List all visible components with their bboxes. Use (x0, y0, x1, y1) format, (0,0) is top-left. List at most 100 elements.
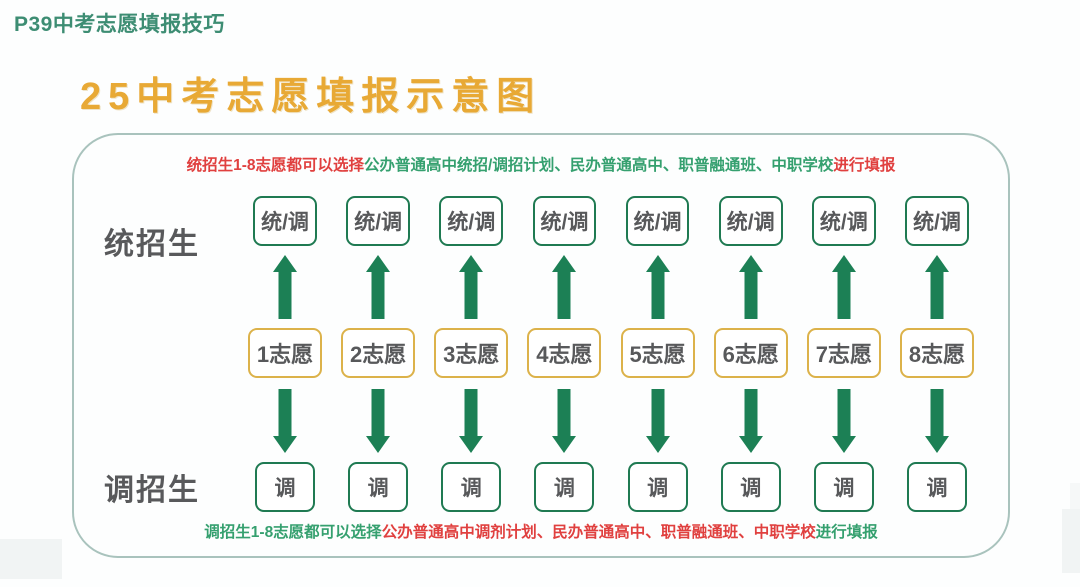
cell (900, 255, 974, 319)
box-wish-6[interactable]: 6志愿 (713, 328, 788, 378)
cell: 3志愿 (434, 328, 509, 378)
box-wish-5[interactable]: 5志愿 (620, 328, 695, 378)
cell (621, 389, 695, 453)
arrow-down-icon (366, 389, 391, 453)
cell: 8志愿 (899, 328, 974, 378)
note-top: 统招生1-8志愿都可以选择公办普通高中统招/调招计划、民办普通高中、职普融通班、… (74, 153, 1008, 175)
box-tong-tiao[interactable]: 统/调 (253, 196, 317, 246)
arrow-up-icon (738, 255, 763, 319)
arrow-down-icon (924, 389, 949, 453)
page-title: 25中考志愿填报示意图 (80, 76, 542, 118)
box-tiao[interactable]: 调 (348, 462, 409, 512)
arrow-up-icon (366, 255, 391, 319)
cell: 统/调 (807, 196, 881, 246)
cell (621, 255, 695, 319)
box-wish-2[interactable]: 2志愿 (341, 328, 416, 378)
cell: 统/调 (341, 196, 415, 246)
cell: 1志愿 (248, 328, 322, 378)
note-bottom-lead: 调招生1-8志愿都可以选择 (204, 524, 382, 541)
cell: 6志愿 (713, 328, 788, 378)
box-tiao[interactable]: 调 (441, 462, 502, 512)
box-tong-tiao[interactable]: 统/调 (625, 196, 690, 246)
row-label-tongzhaosheng: 统招生 (104, 228, 200, 261)
row-label-tiaozhaosheng: 调招生 (104, 474, 200, 507)
edge-artifact-right (1062, 509, 1080, 573)
note-bottom-middle: 公办普通高中调剂计划、民办普通高中、职普融通班、中职学校 (381, 524, 816, 541)
box-wish-7[interactable]: 7志愿 (806, 328, 881, 378)
diagram-container: 统招生1-8志愿都可以选择公办普通高中统招/调招计划、民办普通高中、职普融通班、… (72, 133, 1010, 558)
box-tiao[interactable]: 调 (627, 462, 688, 512)
box-tiao[interactable]: 调 (720, 462, 781, 512)
row-arrows-down (248, 387, 974, 455)
box-tiao[interactable]: 调 (255, 462, 315, 512)
cell (341, 255, 415, 319)
edge-artifact-left (0, 539, 62, 579)
note-bottom-tail: 进行填报 (815, 524, 878, 541)
cell (341, 389, 415, 453)
cell (527, 389, 601, 453)
arrow-down-icon (738, 389, 763, 453)
arrow-up-icon (552, 255, 577, 319)
arrow-up-icon (924, 255, 949, 319)
cell: 统/调 (714, 196, 788, 246)
box-tong-tiao[interactable]: 统/调 (718, 196, 783, 246)
box-wish-8[interactable]: 8志愿 (899, 328, 974, 378)
arrow-down-icon (552, 389, 577, 453)
arrow-up-icon (459, 255, 484, 319)
box-tong-tiao[interactable]: 统/调 (346, 196, 411, 246)
note-top-tail: 进行填报 (833, 157, 896, 174)
cell: 统/调 (248, 196, 322, 246)
note-top-middle: 公办普通高中统招/调招计划、民办普通高中、职普融通班、中职学校 (364, 157, 834, 174)
cell: 调 (900, 462, 974, 512)
cell (900, 389, 974, 453)
note-bottom: 调招生1-8志愿都可以选择公办普通高中调剂计划、民办普通高中、职普融通班、中职学… (74, 520, 1008, 542)
row-bottom-boxes: 调 调 调 调 调 调 调 调 (248, 461, 974, 513)
box-tong-tiao[interactable]: 统/调 (532, 196, 597, 246)
cell: 调 (248, 462, 322, 512)
cell: 调 (341, 462, 415, 512)
row-arrows-up (248, 253, 974, 321)
box-tong-tiao[interactable]: 统/调 (439, 196, 504, 246)
arrow-down-icon (645, 389, 670, 453)
diagram-grid: 统/调 统/调 统/调 统/调 统/调 统/调 统/调 统/调 1志 (248, 195, 974, 525)
slide-header: P39中考志愿填报技巧 (14, 13, 225, 36)
cell: 调 (714, 462, 788, 512)
cell: 统/调 (621, 196, 695, 246)
box-wish-1[interactable]: 1志愿 (248, 328, 322, 378)
cell: 调 (621, 462, 695, 512)
cell (714, 255, 788, 319)
cell (807, 389, 881, 453)
cell (434, 255, 508, 319)
note-top-lead: 统招生1-8志愿都可以选择 (186, 157, 365, 174)
cell (527, 255, 601, 319)
cell: 统/调 (900, 196, 974, 246)
box-wish-4[interactable]: 4志愿 (527, 328, 602, 378)
cell (714, 389, 788, 453)
cell: 统/调 (527, 196, 601, 246)
cell (807, 255, 881, 319)
arrow-up-icon (645, 255, 670, 319)
arrow-up-icon (273, 255, 297, 319)
box-tong-tiao[interactable]: 统/调 (811, 196, 876, 246)
arrow-down-icon (273, 389, 297, 453)
cell: 统/调 (434, 196, 508, 246)
cell: 2志愿 (341, 328, 416, 378)
arrow-down-icon (459, 389, 484, 453)
box-tong-tiao[interactable]: 统/调 (905, 196, 969, 246)
cell (248, 389, 322, 453)
arrow-up-icon (831, 255, 856, 319)
edge-artifact-right-upper (1070, 483, 1080, 509)
row-wish-boxes: 1志愿 2志愿 3志愿 4志愿 5志愿 6志愿 7志愿 8志愿 (248, 327, 974, 379)
box-tiao[interactable]: 调 (813, 462, 874, 512)
box-wish-3[interactable]: 3志愿 (434, 328, 509, 378)
cell: 调 (807, 462, 881, 512)
arrow-down-icon (831, 389, 856, 453)
cell: 调 (434, 462, 508, 512)
row-top-boxes: 统/调 统/调 统/调 统/调 统/调 统/调 统/调 统/调 (248, 195, 974, 247)
cell (248, 255, 322, 319)
cell: 4志愿 (527, 328, 602, 378)
cell: 5志愿 (620, 328, 695, 378)
box-tiao[interactable]: 调 (906, 462, 967, 512)
box-tiao[interactable]: 调 (534, 462, 595, 512)
